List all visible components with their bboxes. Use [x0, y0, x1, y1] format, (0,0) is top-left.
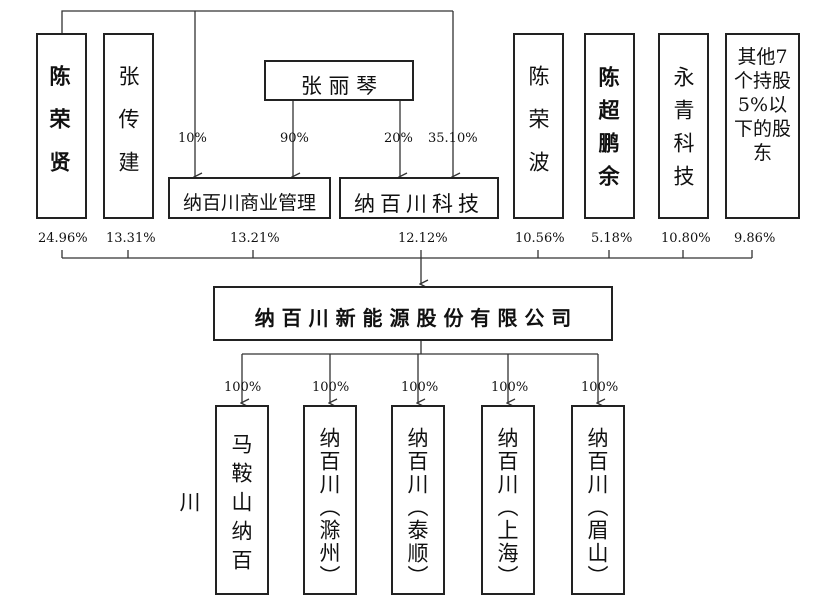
- zhang-liqin-box: 张 丽 琴: [264, 60, 414, 101]
- subsidiary-pct: 100%: [491, 380, 529, 395]
- shareholder-chen-rongxian: 陈荣贤: [36, 33, 87, 219]
- company-name: 纳 百 川 新 能 源 股 份 有 限 公 司: [254, 306, 572, 330]
- pct-chen-to-tech: 35.10%: [428, 131, 478, 146]
- subsidiary-meishan: 纳百川（眉山）: [571, 405, 625, 595]
- shareholder-pct: 5.18%: [591, 231, 633, 246]
- subsidiary-pct: 100%: [401, 380, 439, 395]
- shareholder-pct: 9.86%: [734, 231, 776, 246]
- shareholder-name: 其他7个持股5%以下的股东: [733, 46, 791, 164]
- pct-zhang-to-tech: 20%: [384, 131, 413, 146]
- subsidiary-maanshan: 马鞍山纳百川: [177, 405, 269, 595]
- subsidiary-chuzhou: 纳百川（滁州）: [303, 405, 357, 595]
- shareholder-chen-chaopengyu: 陈超鹏余: [584, 33, 635, 219]
- subsidiary-pct: 100%: [224, 380, 262, 395]
- shareholder-pct: 12.12%: [398, 231, 448, 246]
- shareholder-name: 张传建: [116, 64, 140, 194]
- pct-zhang-to-mgmt: 90%: [280, 131, 309, 146]
- shareholder-yongqing-tech: 永青科技: [658, 33, 709, 219]
- shareholder-zhang-chuanjian: 张传建: [103, 33, 154, 219]
- shareholder-pct: 13.31%: [106, 231, 156, 246]
- subsidiary-name: 纳百川（泰顺）: [405, 426, 429, 588]
- subsidiary-name: 纳百川（滁州）: [317, 426, 341, 588]
- subsidiary-name: 纳百川（上海）: [495, 426, 519, 588]
- shareholder-nbc-tech: 纳百川科技: [339, 177, 499, 219]
- shareholder-others: 其他7个持股5%以下的股东: [725, 33, 800, 219]
- shareholder-name: 永青科技: [671, 66, 695, 198]
- subsidiary-pct: 100%: [581, 380, 619, 395]
- subsidiary-shanghai: 纳百川（上海）: [481, 405, 535, 595]
- shareholder-name: 陈荣贤: [47, 64, 72, 194]
- shareholder-pct: 24.96%: [38, 231, 88, 246]
- shareholder-name: 纳百川商业管理: [182, 192, 316, 214]
- shareholder-nbc-mgmt: 纳百川商业管理: [168, 177, 331, 219]
- shareholder-pct: 13.21%: [230, 231, 280, 246]
- shareholder-name: 纳百川科技: [354, 192, 484, 216]
- zhang-liqin-name: 张 丽 琴: [300, 74, 378, 98]
- subsidiary-pct: 100%: [312, 380, 350, 395]
- subsidiary-taishun: 纳百川（泰顺）: [391, 405, 445, 595]
- shareholder-name: 陈荣波: [526, 64, 550, 194]
- shareholder-pct: 10.80%: [661, 231, 711, 246]
- subsidiary-name: 纳百川（眉山）: [585, 426, 609, 588]
- shareholder-name: 陈超鹏余: [596, 66, 621, 198]
- shareholder-chen-rongbo: 陈荣波: [513, 33, 564, 219]
- shareholder-pct: 10.56%: [515, 231, 565, 246]
- company-box: 纳 百 川 新 能 源 股 份 有 限 公 司: [213, 286, 613, 341]
- subsidiary-name: 马鞍山纳百川: [177, 432, 253, 578]
- pct-chen-to-mgmt: 10%: [178, 131, 207, 146]
